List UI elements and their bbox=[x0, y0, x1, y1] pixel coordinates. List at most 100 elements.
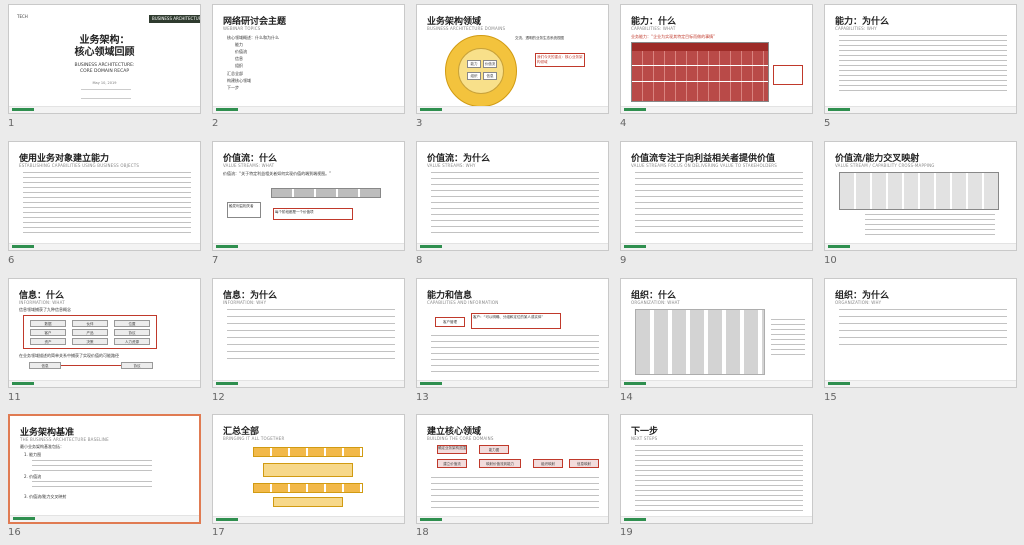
slide-subtitle: BUILDING THE CORE DOMAINS bbox=[427, 436, 494, 441]
flow-box: 映射价值流到能力 bbox=[479, 459, 521, 468]
grid-cell: 位置 bbox=[114, 320, 150, 327]
slide-number-9: 9 bbox=[620, 255, 627, 266]
lead-text: 信息领域捕获了九种信息概念 bbox=[19, 307, 71, 312]
slide-title: 价值流：为什么 bbox=[427, 154, 491, 164]
domain-label: 组织 bbox=[467, 72, 481, 80]
org-chart bbox=[635, 309, 765, 375]
flow-box: 组织映射 bbox=[533, 459, 563, 468]
slide-thumb-6[interactable]: 使用业务对象建立能力 ESTABLISHING CAPABILITIES USI… bbox=[8, 141, 201, 251]
bullet-item: 构建核心领域 bbox=[227, 78, 251, 83]
slide-footer bbox=[825, 243, 1016, 250]
text-lines bbox=[32, 460, 152, 472]
slide-thumb-11[interactable]: 信息：什么 INFORMATION: WHAT 信息领域捕获了九种信息概念 数据… bbox=[8, 278, 201, 388]
slide-thumb-14[interactable]: 组织：什么 ORGANIZATION: WHAT bbox=[620, 278, 813, 388]
slide-footer bbox=[825, 106, 1016, 113]
slide-footer bbox=[825, 380, 1016, 387]
grid-cell: 资产 bbox=[30, 338, 66, 345]
slide-footer bbox=[417, 516, 608, 523]
relation-right: 协议 bbox=[121, 362, 153, 369]
slide-thumb-5[interactable]: 能力：为什么 CAPABILITIES: WHY bbox=[824, 4, 1017, 114]
slide-thumb-12[interactable]: 信息：为什么 INFORMATION: WHY bbox=[212, 278, 405, 388]
slide-footer bbox=[10, 515, 199, 522]
slide-title: 组织：为什么 bbox=[835, 291, 890, 301]
stage-callout: 每个阶段都是一个价值项 bbox=[273, 208, 353, 220]
slide-title: 价值流：什么 bbox=[223, 154, 278, 164]
info-concept-grid: 数据 伙伴 位置 客户 产品 协议 资产 决策 人力资源 bbox=[23, 315, 157, 349]
slide-thumb-17[interactable]: 汇总全部 BRINGING IT ALL TOGETHER bbox=[212, 414, 405, 524]
slide-thumb-7[interactable]: 价值流：什么 VALUE STREAMS: WHAT 价值流：“关于特定利益相关… bbox=[212, 141, 405, 251]
slide-subtitle: BRINGING IT ALL TOGETHER bbox=[223, 436, 285, 441]
grid-cell: 人力资源 bbox=[114, 338, 150, 345]
baseline-item: 2. 价值流 bbox=[24, 474, 42, 479]
slide-thumb-8[interactable]: 价值流：为什么 VALUE STREAMS: WHY bbox=[416, 141, 609, 251]
slide-title: 组织：什么 bbox=[631, 291, 677, 301]
slide-number-6: 6 bbox=[8, 255, 15, 266]
cross-map-diagram bbox=[839, 172, 999, 210]
definition-callout: 客户：“可以明确、分组和定位的某人或实体” bbox=[471, 313, 561, 329]
text-lines bbox=[839, 309, 1007, 349]
slide-footer bbox=[621, 243, 812, 250]
slide-thumb-3[interactable]: 业务架构领域 BUSINESS ARCHITECTURE DOMAINS 能力 … bbox=[416, 4, 609, 114]
grid-cell: 协议 bbox=[114, 329, 150, 336]
slide-thumb-4[interactable]: 能力：什么 CAPABILITIES: WHAT 业务能力：“企业为实现其特定目… bbox=[620, 4, 813, 114]
slide-subtitle: BUSINESS ARCHITECTURE DOMAINS bbox=[427, 26, 506, 31]
domain-label: 信息 bbox=[483, 72, 497, 80]
text-lines bbox=[23, 172, 191, 234]
grid-cell: 产品 bbox=[72, 329, 108, 336]
side-note bbox=[771, 319, 805, 359]
slide-thumb-16[interactable]: 业务架构基准 THE BUSINESS ARCHITECTURE BASELIN… bbox=[8, 414, 201, 524]
slide-number-4: 4 bbox=[620, 118, 627, 129]
slide-number-7: 7 bbox=[212, 255, 219, 266]
slide-date: May 10, 2019 bbox=[92, 81, 117, 85]
slide-thumb-18[interactable]: 建立核心领域 BUILDING THE CORE DOMAINS 确定业务架构范… bbox=[416, 414, 609, 524]
lead-text: 价值流：“关于特定利益相关者如何实现价值的端到端视图。” bbox=[223, 171, 332, 176]
slide-subtitle: WEBINAR TOPICS bbox=[223, 26, 261, 31]
slide-subtitle: ESTABLISHING CAPABILITIES USING BUSINESS… bbox=[19, 163, 140, 168]
slide-subtitle: ORGANIZATION: WHY bbox=[835, 300, 882, 305]
slide-subtitle: INFORMATION: WHY bbox=[223, 300, 267, 305]
slide-subtitle: VALUE STREAM / CAPABILITY CROSS-MAPPING bbox=[835, 163, 935, 168]
slide-title: 下一步 bbox=[631, 427, 659, 437]
bullet-item: 核心领域概述：什么和为什么 bbox=[227, 35, 279, 40]
capability-box: 客户管理 bbox=[435, 317, 465, 327]
grid-cell: 数据 bbox=[30, 320, 66, 327]
integration-diagram bbox=[253, 447, 363, 509]
slide-thumb-2[interactable]: 网络研讨会主题 WEBINAR TOPICS 核心领域概述：什么和为什么 能力 … bbox=[212, 4, 405, 114]
slide-title: 信息：什么 bbox=[19, 291, 65, 301]
slide-subtitle: VALUE STREAMS: WHY bbox=[427, 163, 476, 168]
slide-thumb-9[interactable]: 价值流专注于向利益相关者提供价值 VALUE STREAMS FOCUS ON … bbox=[620, 141, 813, 251]
slide-subtitle: VALUE STREAMS FOCUS ON DELIVERING VALUE … bbox=[631, 163, 777, 168]
slide-title: 能力和信息 bbox=[427, 291, 473, 301]
slide-thumb-13[interactable]: 能力和信息 CAPABILITIES AND INFORMATION 客户管理 … bbox=[416, 278, 609, 388]
slide-title: 业务架构领域 bbox=[427, 17, 482, 27]
slide-subtitle: INFORMATION: WHAT bbox=[19, 300, 65, 305]
slide-subtitle: VALUE STREAMS: WHAT bbox=[223, 163, 275, 168]
foot-text: 在业务领域描述的简单关系中捕获了实现价值的可能路径 bbox=[19, 353, 119, 358]
slide-subtitle: CAPABILITIES: WHY bbox=[835, 26, 877, 31]
slide-footer bbox=[621, 106, 812, 113]
slide-footer bbox=[213, 516, 404, 523]
slide-footer bbox=[213, 380, 404, 387]
text-lines bbox=[431, 172, 599, 234]
slide-title: 信息：为什么 bbox=[223, 291, 278, 301]
text-lines bbox=[635, 445, 803, 511]
bullet-item: 组织 bbox=[235, 63, 243, 68]
slide-thumb-15[interactable]: 组织：为什么 ORGANIZATION: WHY bbox=[824, 278, 1017, 388]
diagram-note: 交流、透明的业务生态系统视图 bbox=[515, 36, 564, 40]
slide-number-17: 17 bbox=[212, 527, 225, 538]
bullet-item: 下一步 bbox=[227, 85, 239, 90]
slide-tag: TECH bbox=[17, 14, 28, 19]
slide-number-16: 16 bbox=[8, 527, 21, 538]
slide-footer bbox=[9, 380, 200, 387]
slide-thumb-19[interactable]: 下一步 NEXT STEPS bbox=[620, 414, 813, 524]
lead-text: 最小业务架构基准包括： bbox=[20, 444, 64, 449]
text-lines bbox=[635, 172, 803, 234]
slide-thumb-10[interactable]: 价值流/能力交叉映射 VALUE STREAM / CAPABILITY CRO… bbox=[824, 141, 1017, 251]
slide-thumb-1[interactable]: TECH BUSINESS ARCHITECTURE 业务架构： 核心领域回顾 … bbox=[8, 4, 201, 114]
domain-label: 能力 bbox=[467, 60, 481, 68]
relation-left: 信息 bbox=[29, 362, 61, 369]
slide-number-14: 14 bbox=[620, 392, 633, 403]
slide-footer bbox=[417, 106, 608, 113]
slide-footer bbox=[417, 243, 608, 250]
slide-title: 能力：为什么 bbox=[835, 17, 890, 27]
